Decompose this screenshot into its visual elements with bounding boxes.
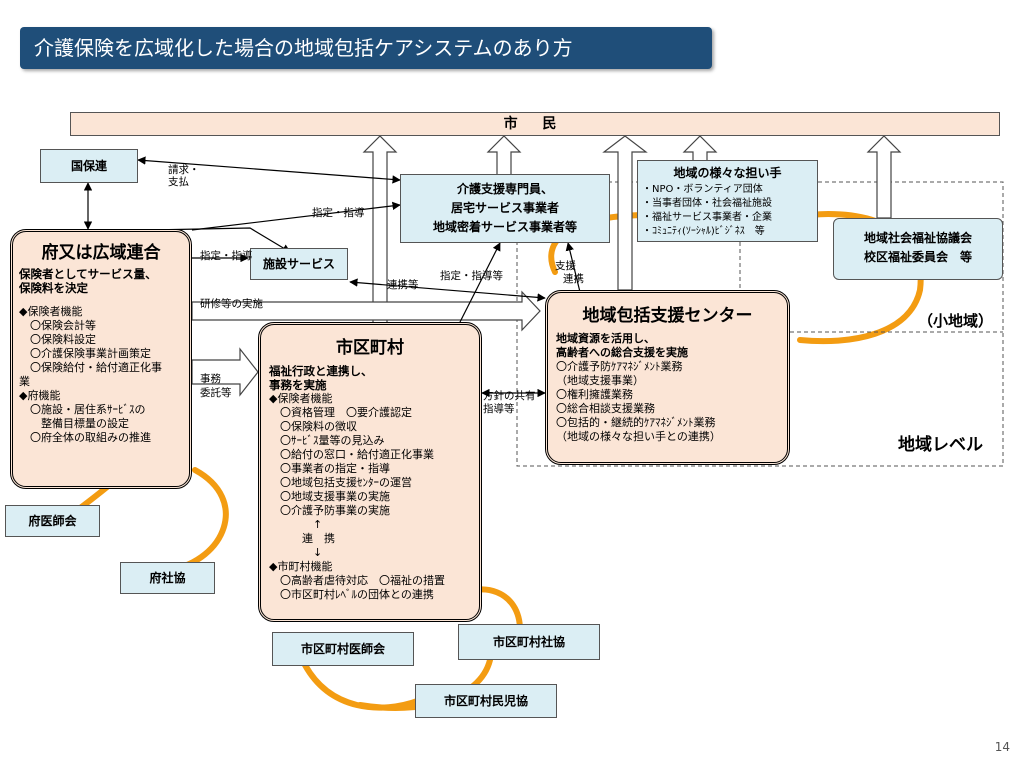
thin-arrows [83, 156, 581, 398]
municipality-heading: 市区町村 [336, 338, 404, 358]
community-actors-box: 地域の様々な担い手 ・NPO・ボランティア団体 ・当事者団体・社会福祉施設 ・福… [637, 160, 818, 242]
label-houshin-line2: 指導等 [483, 403, 515, 415]
label-shien: 支援 [555, 260, 576, 272]
page-title: 介護保険を広域化した場合の地域包括ケアシステムのあり方 [20, 27, 712, 69]
community-actor-item: ・ｺﾐｭﾆﾃｨ(ｿｰｼｬﾙ)ﾋﾞｼﾞﾈｽ 等 [642, 226, 765, 237]
municipality-summary: 事務を実施 [269, 378, 327, 392]
municipality-line: ◆保険者機能 [269, 392, 333, 405]
pref-social-box: 府社協 [120, 562, 215, 594]
regional-boundary [516, 181, 1004, 467]
support-center-line: 〇介護予防ｹｱﾏﾈｼﾞﾒﾝﾄ業務 [556, 360, 683, 373]
hollow-right-arrows [191, 290, 541, 397]
prefecture-summary: 保険料を決定 [19, 281, 88, 295]
community-actor-item: ・NPO・ボランティア団体 [642, 184, 763, 195]
community-actor-item: ・当事者団体・社会福祉施設 [642, 198, 772, 209]
municipality-box: 市区町村 福祉行政と連携し、 事務を実施 ◆保険者機能 〇資格管理 〇要介護認定… [258, 322, 482, 622]
municipality-line: 連 携 [269, 532, 335, 545]
label-regional-level: 地域レベル [898, 435, 983, 455]
support-center-line: （地域支援事業） [556, 374, 644, 387]
citizens-bar: 市 民 [70, 112, 1000, 136]
municipality-line: 〇ｻｰﾋﾞｽ量等の見込み [269, 434, 385, 447]
prefecture-summary: 保険者としてサービス量、 [19, 267, 157, 281]
claim-label-line2: 支払 [168, 176, 189, 188]
muni-doctors-box: 市区町村医師会 [272, 632, 414, 666]
claim-payment-label: 請求・ 支払 [168, 164, 200, 188]
care-providers-line2: 居宅サービス事業者 [450, 201, 559, 215]
prefecture-line: 〇施設・居住系ｻｰﾋﾞｽの [19, 403, 146, 416]
municipality-line: 〇介護予防事業の実施 [269, 504, 390, 517]
facility-services-box: 施設サービス [250, 248, 348, 280]
support-center-summary: 地域資源を活用し、 [556, 332, 655, 345]
hollow-up-arrows [362, 135, 902, 326]
municipality-summary: 福祉行政と連携し、 [269, 364, 373, 378]
label-support-link: 支援 連携 [555, 260, 584, 286]
support-center-line: 〇総合相談支援業務 [556, 402, 655, 415]
municipality-line: 〇保険料の徴収 [269, 420, 357, 433]
prefecture-line: 〇保険料設定 [19, 333, 96, 346]
muni-welfare-box: 市区町村民児協 [415, 684, 557, 718]
municipality-line: 〇地域包括支援ｾﾝﾀｰの運営 [269, 476, 412, 489]
support-center-box: 地域包括支援センター 地域資源を活用し、 高齢者への総合支援を実施 〇介護予防ｹ… [545, 290, 790, 465]
care-providers-line1: 介護支援専門員、 [456, 182, 553, 196]
label-shitei-mid: 指定・指導 [200, 250, 253, 262]
municipality-line: ↑ [269, 518, 323, 531]
municipality-line: ↓ [269, 546, 323, 559]
prefecture-line: 業 [19, 375, 30, 388]
welfare-council-line2: 校区福祉委員会 等 [863, 250, 972, 264]
care-providers-line3: 地域密着サービス事業者等 [432, 220, 577, 234]
community-actor-item: ・福祉サービス事業者・企業 [642, 212, 772, 223]
label-shitei-tou: 指定・指導等 [440, 270, 503, 282]
prefecture-box: 府又は広域連合 保険者としてサービス量、 保険料を決定 ◆保険者機能 〇保険会計… [10, 229, 192, 489]
page-number: 14 [994, 740, 1010, 754]
prefecture-line: 整備目標量の設定 [19, 417, 129, 430]
label-jimu: 事務 委託等 [200, 372, 232, 400]
municipality-line: 〇給付の窓口・給付適正化事業 [269, 448, 434, 461]
care-providers-box: 介護支援専門員、 居宅サービス事業者 地域密着サービス事業者等 [400, 174, 610, 243]
kokuhoren-box: 国保連 [40, 149, 138, 183]
prefecture-heading: 府又は広域連合 [41, 243, 161, 263]
prefecture-line: ◆府機能 [19, 389, 61, 402]
municipality-line: 〇高齢者虐待対応 〇福祉の措置 [269, 574, 445, 587]
welfare-council-box: 地域社会福祉協議会 校区福祉委員会 等 [833, 218, 1003, 280]
municipality-line: 〇資格管理 〇要介護認定 [269, 406, 412, 419]
municipality-line: 〇地域支援事業の実施 [269, 490, 390, 503]
municipality-line: ◆市町村機能 [269, 560, 333, 573]
label-kenshu: 研修等の実施 [200, 298, 263, 310]
claim-label-line1: 請求・ [168, 164, 200, 176]
support-center-line: 〇包括的・継続的ｹｱﾏﾈｼﾞﾒﾝﾄ業務 [556, 416, 716, 429]
label-shitei-top: 指定・指導 [312, 207, 365, 219]
prefecture-line: 〇府全体の取組みの推進 [19, 431, 151, 444]
municipality-line: 〇事業者の指定・指導 [269, 462, 390, 475]
support-center-heading: 地域包括支援センター [582, 306, 753, 326]
prefecture-line: ◆保険者機能 [19, 305, 83, 318]
label-jimu-line1: 事務 [200, 373, 221, 385]
pref-doctors-box: 府医師会 [5, 505, 100, 537]
prefecture-line: 〇保険給付・給付適正化事 [19, 361, 162, 374]
label-renkei-short: 連携 [563, 273, 584, 285]
prefecture-line: 〇保険会計等 [19, 319, 96, 332]
support-center-line: 〇権利擁護業務 [556, 388, 633, 401]
welfare-council-line1: 地域社会福祉協議会 [863, 231, 972, 245]
community-actors-title: 地域の様々な担い手 [673, 166, 782, 180]
label-small-area: （小地域） [918, 312, 994, 330]
support-center-summary: 高齢者への総合支援を実施 [556, 346, 688, 359]
prefecture-line: 〇介護保険事業計画策定 [19, 347, 151, 360]
muni-social-box: 市区町村社協 [458, 624, 600, 660]
label-jimu-line2: 委託等 [200, 387, 232, 399]
label-houshin-line1: 方針の共有 [483, 390, 536, 402]
municipality-line: 〇市区町村ﾚﾍﾞﾙの団体との連携 [269, 588, 434, 601]
label-houshin: 方針の共有 指導等 [483, 390, 536, 416]
support-center-line: （地域の様々な担い手との連携） [556, 430, 721, 443]
label-renkei: 連携等 [387, 279, 419, 291]
